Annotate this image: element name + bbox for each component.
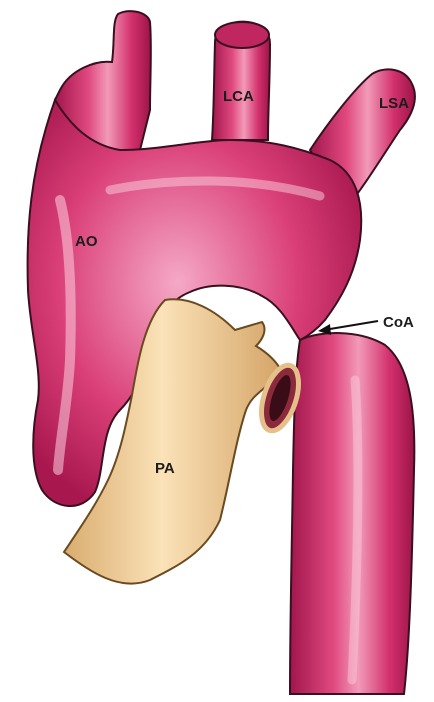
- label-pa: PA: [155, 460, 175, 477]
- label-lsa: LSA: [379, 95, 409, 112]
- coa-arrow-line: [324, 321, 378, 330]
- lca-opening: [215, 22, 269, 48]
- label-ao: AO: [75, 233, 98, 250]
- label-coa: CoA: [383, 314, 414, 331]
- label-lca: LCA: [223, 88, 254, 105]
